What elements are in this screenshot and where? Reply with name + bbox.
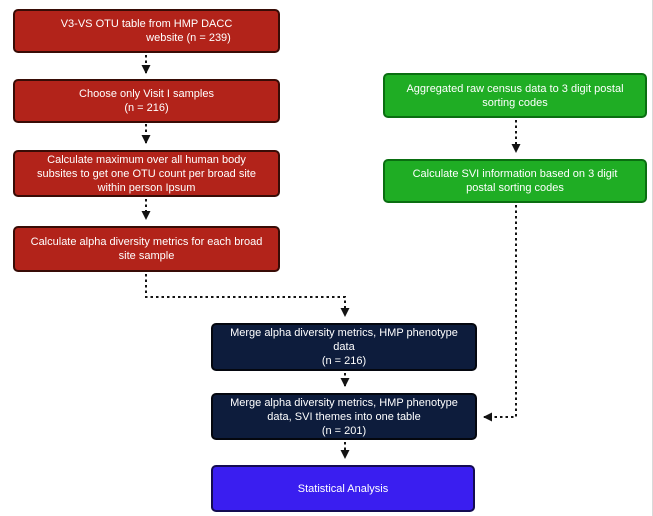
node-text-line: Statistical Analysis xyxy=(297,482,389,495)
node-text-line: data, SVI themes into one table xyxy=(267,410,421,423)
node-max-subsites: Calculate maximum over all human body su… xyxy=(13,150,280,197)
node-text-line: (n = 216) xyxy=(124,102,169,114)
node-alpha-diversity: Calculate alpha diversity metrics for ea… xyxy=(13,226,280,272)
node-text-line: V3-VS OTU table from HMP DACC xyxy=(60,18,233,30)
node-text-line: Calculate maximum over all human body xyxy=(47,153,246,166)
node-otu-table: V3-VS OTU table from HMP DACC website (n… xyxy=(13,9,280,53)
edge-alpha-to-merge1 xyxy=(145,274,350,317)
node-text-line: (n = 216) xyxy=(321,355,367,367)
node-text-line: Calculate alpha diversity metrics for ea… xyxy=(30,236,263,248)
node-census-data: Aggregated raw census data to 3 digit po… xyxy=(383,73,647,118)
node-text-line: subsites to get one OTU count per broad … xyxy=(37,167,256,180)
node-text-line: Aggregated raw census data to 3 digit po… xyxy=(406,82,624,95)
node-visit1-samples: Choose only Visit I samples (n = 216) xyxy=(13,79,280,123)
node-text-line: site sample xyxy=(118,250,175,262)
node-statistical-analysis: Statistical Analysis xyxy=(211,465,475,512)
node-text-line: Merge alpha diversity metrics, HMP pheno… xyxy=(230,396,458,409)
node-text-line: Choose only Visit I samples xyxy=(79,88,214,100)
node-text-line: postal sorting codes xyxy=(466,182,564,194)
node-text-line: Calculate SVI information based on 3 dig… xyxy=(412,168,618,180)
node-text-line: Merge alpha diversity metrics, HMP pheno… xyxy=(230,327,458,339)
node-merge-phenotype: Merge alpha diversity metrics, HMP pheno… xyxy=(211,323,477,371)
node-text-line: website (n = 239) xyxy=(146,32,231,44)
node-text-line: data xyxy=(333,341,355,353)
node-merge-svi-themes: Merge alpha diversity metrics, HMP pheno… xyxy=(211,393,477,440)
node-text-line: sorting codes xyxy=(482,96,548,109)
node-svi-information: Calculate SVI information based on 3 dig… xyxy=(383,159,647,203)
edge-svi-to-merge2 xyxy=(483,205,517,422)
node-text-line: (n = 201) xyxy=(321,424,367,437)
node-text-line: within person Ipsum xyxy=(97,181,196,194)
